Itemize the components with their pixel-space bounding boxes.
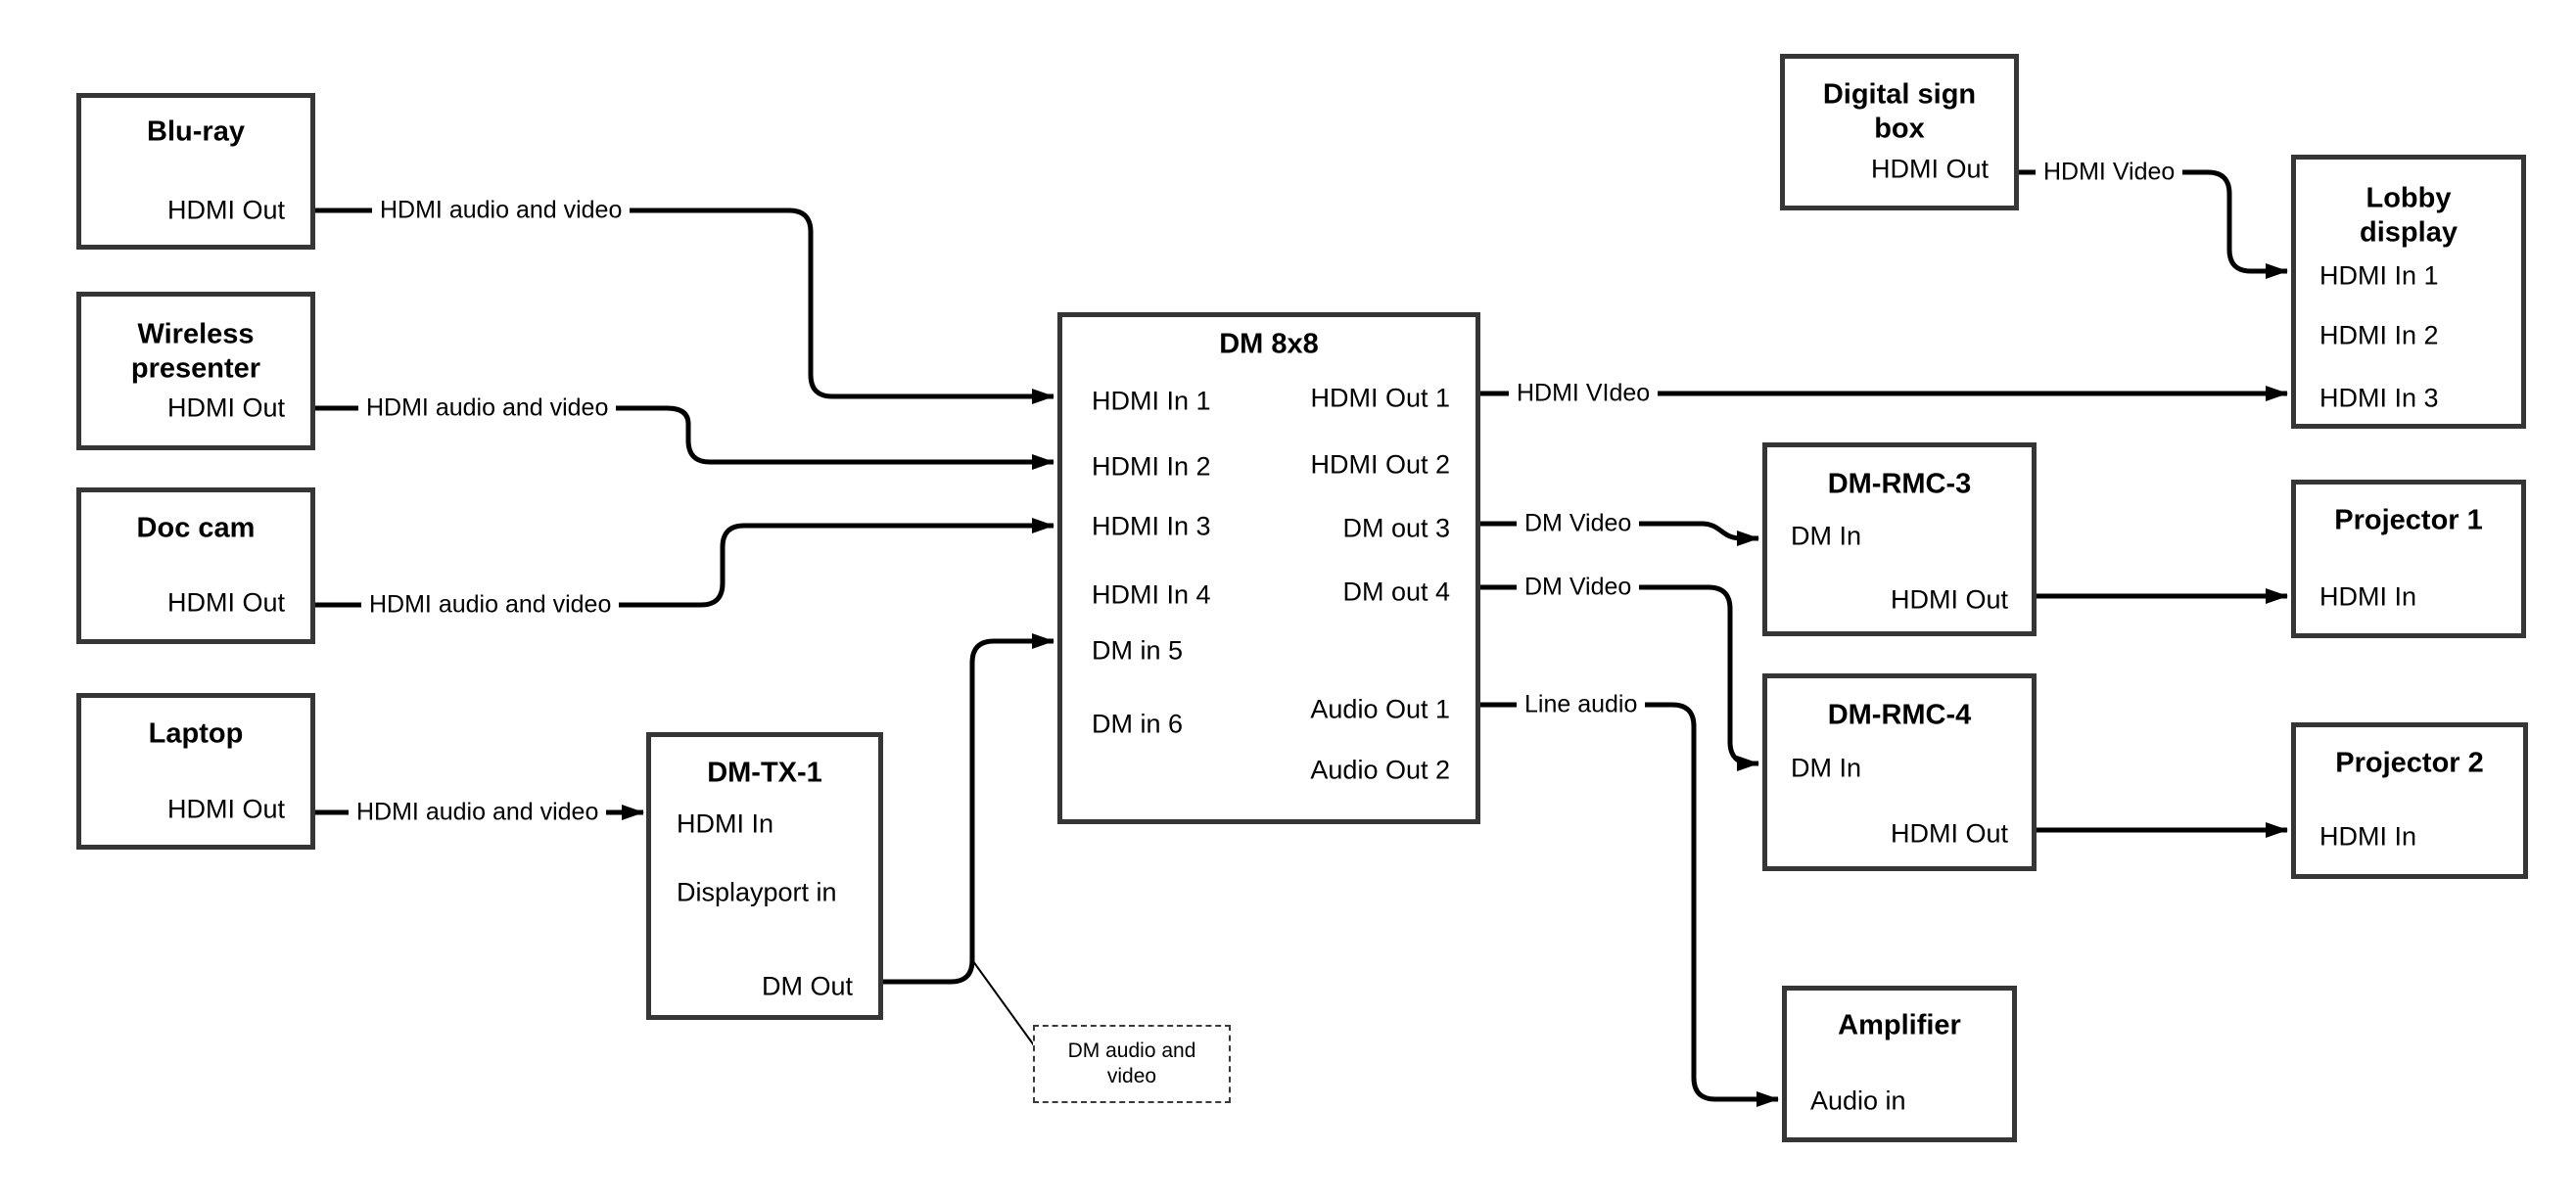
callout-text-line1: DM audio and	[1067, 1039, 1196, 1062]
edge-label-dm-video-1: DM Video	[1517, 509, 1640, 538]
port-hdmi-out-2: HDMI Out 2	[1310, 449, 1450, 480]
node-lobby-display[interactable]: Lobby display HDMI In 1 HDMI In 2 HDMI I…	[2291, 155, 2526, 429]
port-dm-in-6: DM in 6	[1092, 709, 1184, 739]
port-hdmi-out: HDMI Out	[166, 794, 285, 824]
node-title: Lobby	[2365, 182, 2452, 214]
node-dm-8x8[interactable]: DM 8x8 HDMI In 1 HDMI In 2 HDMI In 3 HDM…	[1057, 312, 1480, 824]
node-wireless-presenter[interactable]: Wireless presenter HDMI Out	[76, 292, 315, 450]
edge-label-doccam: HDMI audio and video	[361, 590, 620, 620]
edge-label-bluray: HDMI audio and video	[372, 196, 631, 225]
edge-bluray-to-hdmi-in-1	[315, 208, 1054, 404]
port-hdmi-in-4: HDMI In 4	[1092, 579, 1211, 610]
node-dm-rmc-4[interactable]: DM-RMC-4 DM In HDMI Out	[1762, 673, 2037, 871]
port-hdmi-out-1: HDMI Out 1	[1310, 383, 1450, 413]
node-digital-sign-box[interactable]: Digital sign box HDMI Out	[1780, 54, 2019, 210]
port-hdmi-out: HDMI Out	[1890, 818, 2008, 849]
node-title: display	[2360, 216, 2458, 249]
port-hdmi-in-1: HDMI In 1	[1092, 386, 1211, 416]
edge-label-hdmi-video-top: HDMI Video	[2036, 158, 2183, 187]
port-audio-out-2: Audio Out 2	[1310, 755, 1450, 785]
node-doc-cam[interactable]: Doc cam HDMI Out	[76, 487, 315, 644]
port-audio-out-1: Audio Out 1	[1310, 694, 1450, 724]
edge-label-dm-video-2: DM Video	[1517, 573, 1640, 602]
port-dm-in-5: DM in 5	[1092, 635, 1184, 666]
port-displayport-in: Displayport in	[677, 877, 837, 907]
node-title: presenter	[130, 352, 261, 385]
node-title: DM 8x8	[1219, 328, 1319, 360]
port-hdmi-in: HDMI In	[2319, 821, 2417, 852]
callout-leader-line	[969, 956, 1035, 1046]
edge-audio-out-1-to-amp	[1480, 702, 1779, 1107]
edge-label-line-audio: Line audio	[1517, 690, 1646, 719]
port-hdmi-out: HDMI Out	[1890, 584, 2008, 615]
port-hdmi-in-3: HDMI In 3	[1092, 511, 1211, 541]
node-title: Laptop	[148, 717, 244, 750]
node-title: Doc cam	[136, 512, 256, 544]
node-projector-2[interactable]: Projector 2 HDMI In	[2291, 722, 2528, 879]
node-title: DM-RMC-3	[1827, 468, 1972, 500]
node-title: box	[1874, 113, 1925, 145]
node-title: DM-TX-1	[707, 757, 822, 789]
edge-label-wireless: HDMI audio and video	[358, 393, 617, 423]
node-title: Wireless	[137, 318, 255, 350]
port-audio-in: Audio in	[1810, 1086, 1906, 1116]
callout-text-line2: video	[1106, 1065, 1157, 1087]
port-hdmi-out: HDMI Out	[1870, 154, 1989, 184]
node-laptop[interactable]: Laptop HDMI Out	[76, 693, 315, 850]
port-hdmi-in-2: HDMI In 2	[2319, 320, 2439, 350]
edge-dm-out-4-to-rmc4	[1480, 584, 1759, 771]
edge-wireless-to-hdmi-in-2	[315, 405, 1054, 470]
port-dm-in: DM In	[1791, 521, 1862, 551]
callout-dm-audio-and-video: DM audio and video	[1033, 1025, 1231, 1103]
edge-dmtx1-to-dm-in-5	[883, 633, 1054, 985]
port-hdmi-in: HDMI In	[677, 808, 774, 839]
edge-label-laptop: HDMI audio and video	[349, 798, 607, 827]
node-title: Projector 1	[2334, 504, 2483, 536]
edge-dm-out-3-to-rmc3	[1480, 521, 1759, 546]
port-hdmi-in-1: HDMI In 1	[2319, 260, 2439, 291]
port-hdmi-out: HDMI Out	[166, 195, 285, 225]
edge-digitalsign-to-lobby	[2019, 169, 2288, 279]
node-amplifier[interactable]: Amplifier Audio in	[1782, 986, 2017, 1142]
edge-label-hdmi-video: HDMI VIdeo	[1509, 379, 1659, 408]
port-hdmi-out: HDMI Out	[166, 393, 285, 423]
node-dm-tx-1[interactable]: DM-TX-1 HDMI In Displayport in DM Out	[646, 732, 883, 1020]
node-projector-1[interactable]: Projector 1 HDMI In	[2291, 480, 2526, 638]
port-hdmi-in-2: HDMI In 2	[1092, 451, 1211, 482]
node-title: Projector 2	[2335, 747, 2484, 779]
port-dm-out-3: DM out 3	[1342, 513, 1450, 543]
node-blu-ray[interactable]: Blu-ray HDMI Out	[76, 93, 315, 250]
port-dm-in: DM In	[1791, 753, 1862, 783]
port-hdmi-out: HDMI Out	[166, 587, 285, 618]
port-dm-out: DM Out	[761, 971, 853, 1001]
node-title: DM-RMC-4	[1827, 699, 1972, 731]
port-hdmi-in-3: HDMI In 3	[2319, 383, 2439, 413]
node-title: Amplifier	[1838, 1009, 1961, 1041]
port-hdmi-in: HDMI In	[2319, 581, 2417, 612]
node-title: Digital sign	[1822, 78, 1977, 111]
edge-doccam-to-hdmi-in-3	[315, 518, 1054, 608]
node-title: Blu-ray	[147, 115, 245, 148]
port-dm-out-4: DM out 4	[1342, 577, 1450, 607]
node-dm-rmc-3[interactable]: DM-RMC-3 DM In HDMI Out	[1762, 442, 2037, 636]
